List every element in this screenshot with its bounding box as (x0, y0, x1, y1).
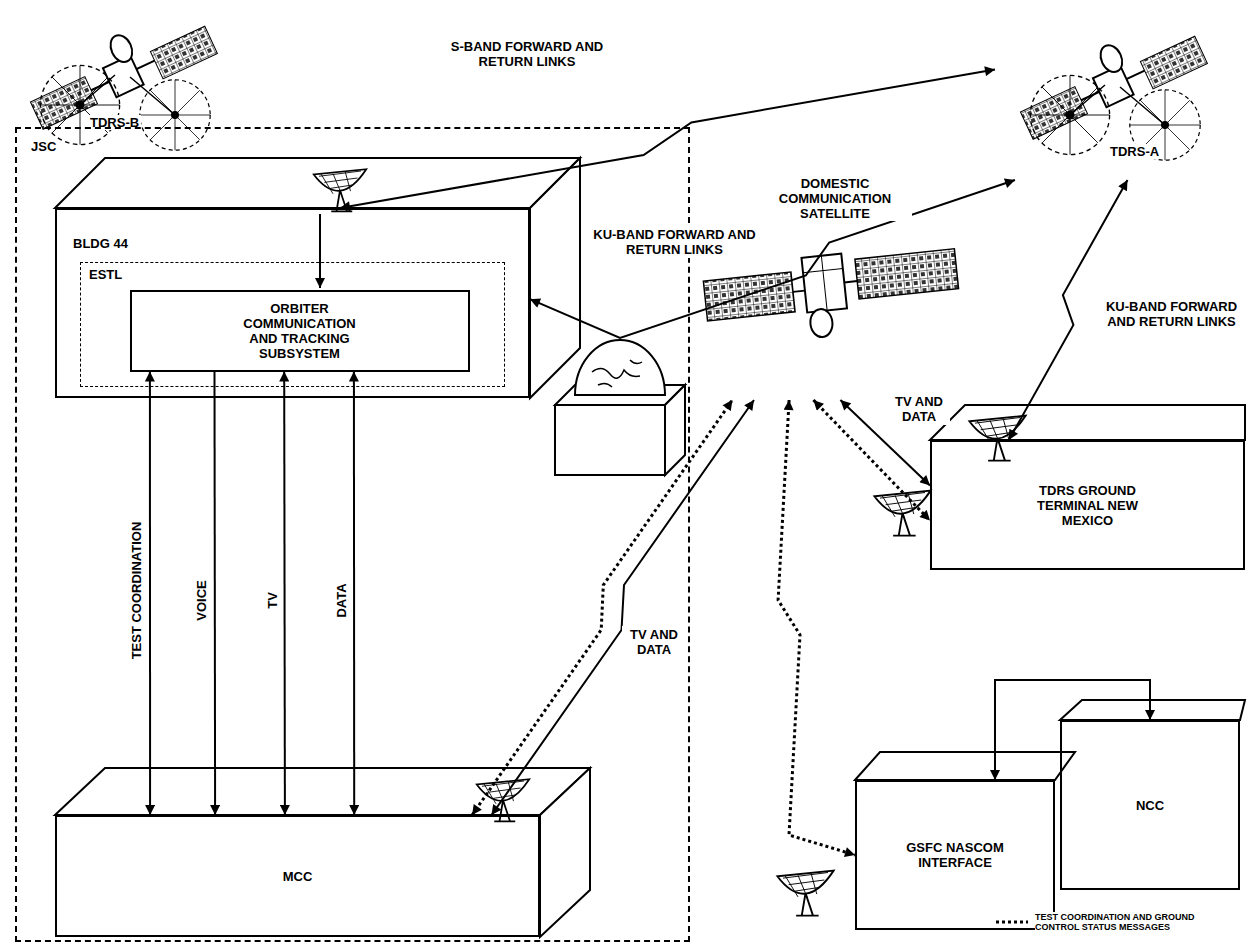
link-label: KU-BAND FORWARD AND RETURN LINKS (1097, 298, 1246, 330)
node-label: TDRS GROUND TERMINAL NEW MEXICO (1031, 483, 1145, 528)
signal-link (214, 372, 217, 816)
link-label: VOICE (193, 578, 210, 622)
link-label: DATA (332, 581, 349, 619)
satellite: TDRS-A (990, 10, 1240, 180)
signal-link (283, 372, 286, 816)
node-label: DOMESTIC COMMUNICATION SATELLITE (758, 176, 912, 221)
legend-swatch (995, 917, 1029, 927)
satellite: DOMESTIC COMMUNICATION SATELLITE (700, 170, 970, 400)
signal-link (353, 372, 355, 816)
status-link (778, 400, 855, 855)
link-label: TV (264, 590, 281, 611)
node-label: NCC (1134, 798, 1166, 813)
signal-link (149, 372, 151, 816)
node-label: JSC (29, 139, 58, 154)
signal-link (492, 400, 755, 815)
control-center-box: MCC (55, 815, 540, 937)
node-label: TDRS-A (1108, 144, 1161, 159)
node-label: GSFC NASCOM INTERFACE (893, 840, 1017, 870)
ground-terminal-box: TDRS GROUND TERMINAL NEW MEXICO (930, 440, 1245, 570)
status-link (472, 400, 732, 815)
legend-text: TEST COORDINATION AND GROUND CONTROL STA… (1035, 912, 1235, 932)
signal-link (995, 680, 1150, 780)
link-label: KU-BAND FORWARD AND RETURN LINKS (585, 226, 764, 258)
link-label: TEST COORDINATION (128, 519, 145, 661)
link-label: TV AND DATA (888, 393, 950, 425)
link-label: S-BAND FORWARD AND RETURN LINKS (430, 38, 624, 70)
node-label: ESTL (87, 267, 124, 282)
interface-box: GSFC NASCOM INTERFACE (855, 780, 1055, 930)
satellite: TDRS-B (10, 5, 240, 155)
label-holder: DOMESTIC COMMUNICATION SATELLITE (700, 176, 970, 222)
control-center-box: NCC (1060, 720, 1240, 890)
lab-region: ESTL ORBITER COMMUNICATION AND TRACKING S… (80, 262, 505, 387)
subsystem-box: ORBITER COMMUNICATION AND TRACKING SUBSY… (130, 290, 470, 372)
node-label: BLDG 44 (71, 236, 130, 251)
node-label: ORBITER COMMUNICATION AND TRACKING SUBSY… (230, 301, 369, 361)
link-label: TV AND DATA (622, 626, 686, 658)
building-box: BLDG 44 ESTL ORBITER COMMUNICATION AND TRA… (55, 208, 530, 398)
legend-entry: TEST COORDINATION AND GROUND CONTROL STA… (995, 912, 1243, 932)
node-label: MCC (281, 869, 315, 884)
